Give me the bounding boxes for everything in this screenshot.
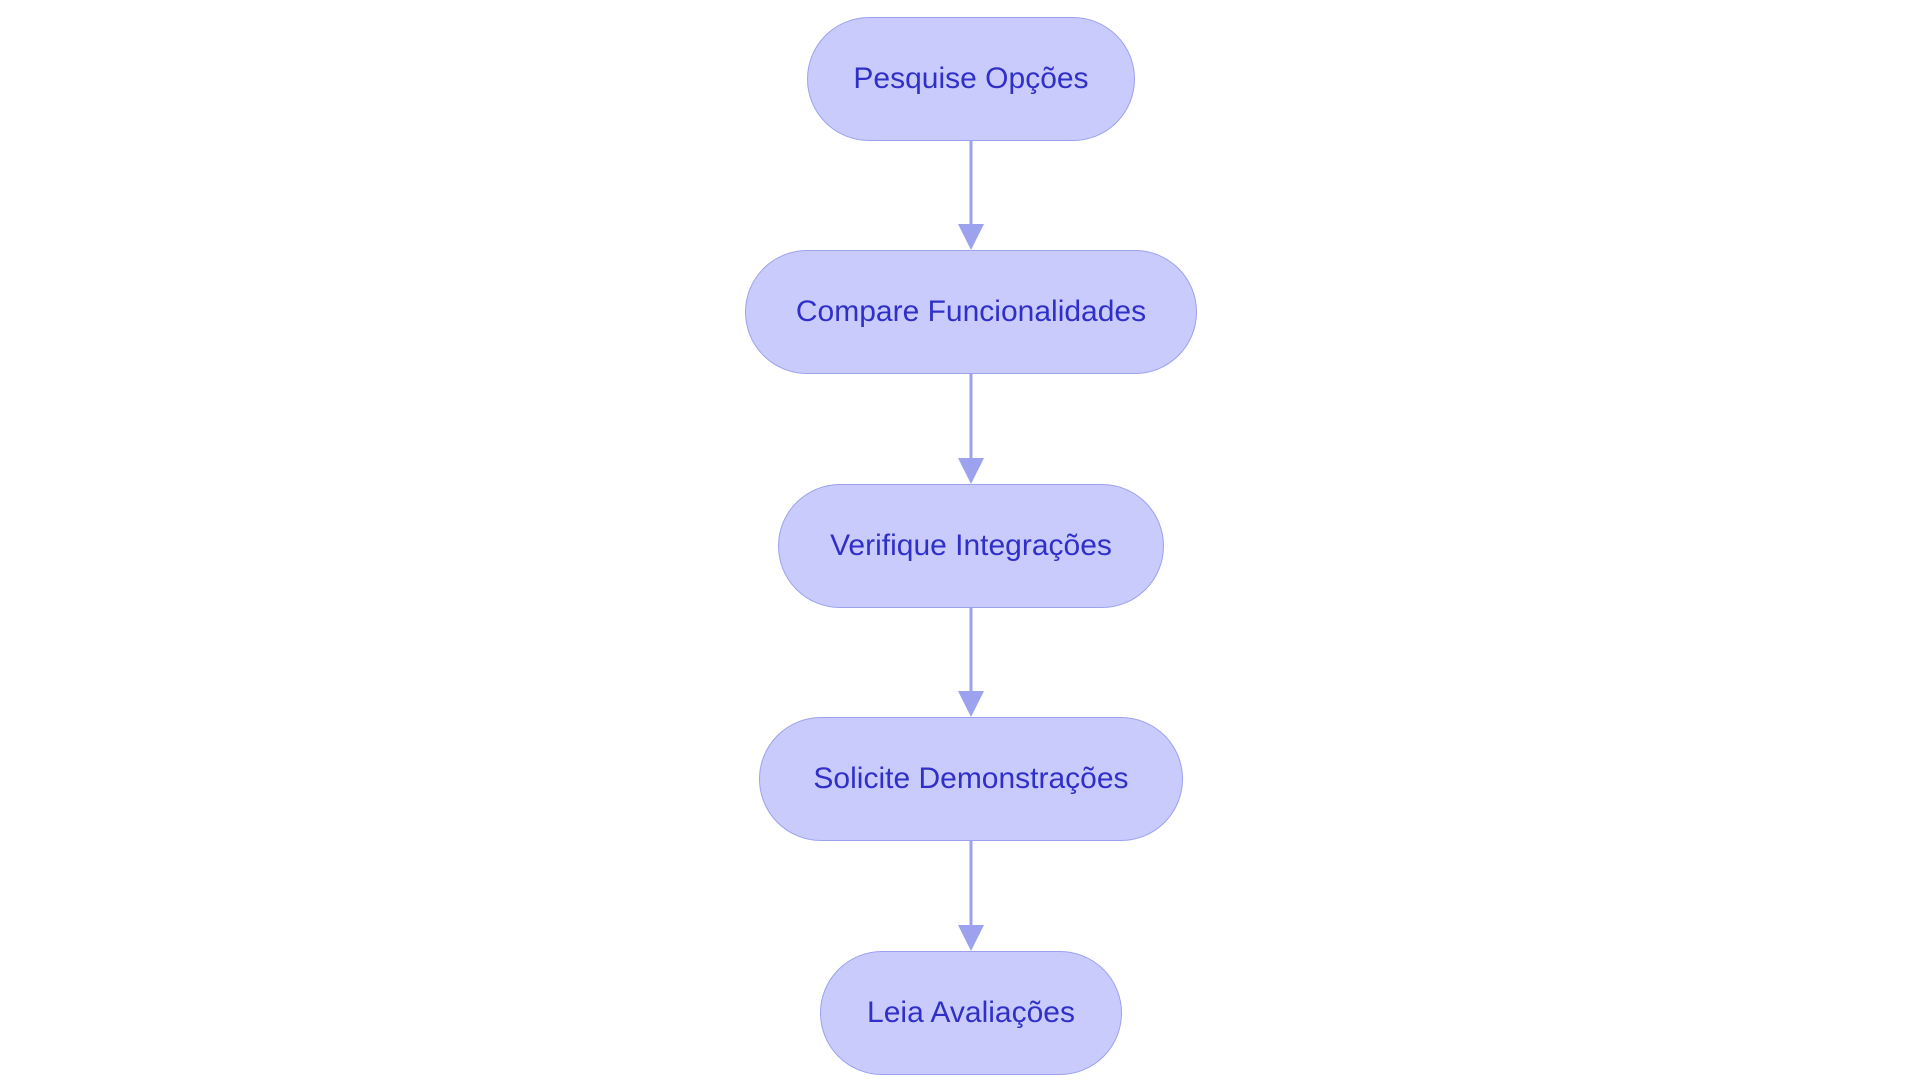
edge-n2-n3 bbox=[958, 374, 984, 484]
arrowhead-icon bbox=[958, 458, 984, 484]
edge-n4-n5 bbox=[958, 841, 984, 951]
node-label: Pesquise Opções bbox=[853, 62, 1089, 95]
node-label: Leia Avaliações bbox=[867, 996, 1075, 1029]
node-pesquise-opcoes: Pesquise Opções bbox=[807, 17, 1135, 141]
node-label: Verifique Integrações bbox=[830, 529, 1112, 562]
edge-n3-n4 bbox=[958, 608, 984, 717]
node-leia-avaliacoes: Leia Avaliações bbox=[820, 951, 1122, 1075]
arrowhead-icon bbox=[958, 925, 984, 951]
edge-n1-n2 bbox=[958, 141, 984, 250]
arrowhead-icon bbox=[958, 224, 984, 250]
arrowhead-icon bbox=[958, 691, 984, 717]
node-compare-funcionalidades: Compare Funcionalidades bbox=[745, 250, 1197, 374]
node-label: Solicite Demonstrações bbox=[813, 762, 1129, 795]
node-solicite-demonstracoes: Solicite Demonstrações bbox=[759, 717, 1183, 841]
node-verifique-integracoes: Verifique Integrações bbox=[778, 484, 1164, 608]
node-label: Compare Funcionalidades bbox=[795, 295, 1147, 328]
